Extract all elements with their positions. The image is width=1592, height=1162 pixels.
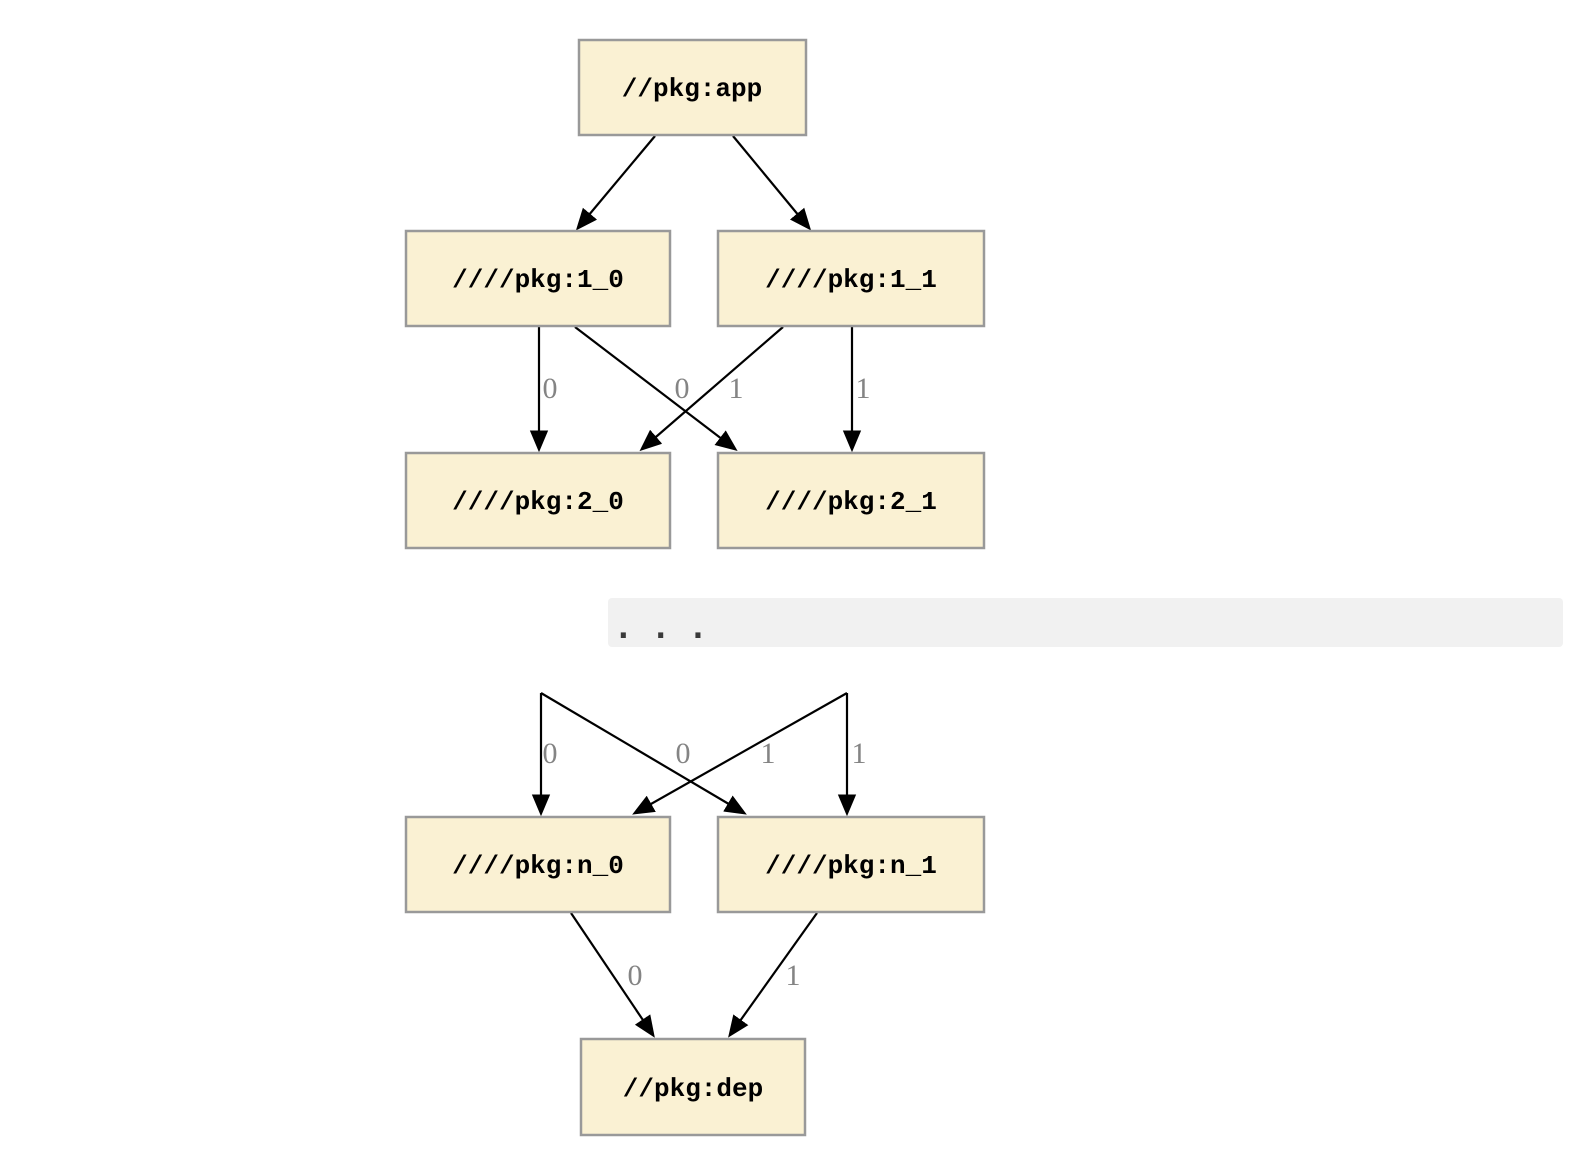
- node-pkg-n_1-box: [716, 815, 986, 914]
- edge-1_1-to-2_0: [639, 326, 784, 452]
- node-pkg-2_1: ////pkg:2_1: [716, 451, 986, 550]
- edge-label-1_1-2_0: 0: [675, 372, 690, 405]
- edge-label-1_0-2_0: 0: [543, 372, 558, 405]
- edges: [529, 135, 862, 1038]
- node-app-label: //pkg:app: [622, 74, 762, 104]
- edge-labels: 0 1 0 1 0 1 0 1 0 1: [543, 372, 871, 992]
- node-dep-box: [579, 1037, 807, 1137]
- node-pkg-n_0-label: ////pkg:n_0: [452, 851, 624, 881]
- edge-app-to-1_0: [575, 135, 656, 231]
- node-pkg-n_0: ////pkg:n_0: [404, 815, 672, 914]
- edge-label-ellipsis-n_0-straight: 0: [543, 737, 558, 770]
- edge-label-ellipsis-n_1-straight: 1: [852, 737, 867, 770]
- edge-app-to-1_1: [732, 135, 812, 231]
- node-pkg-1_0-box: [404, 229, 672, 328]
- node-pkg-n_0-box: [404, 815, 672, 914]
- edge-1_0-to-2_1: [574, 326, 738, 452]
- node-pkg-1_0-label: ////pkg:1_0: [452, 265, 624, 295]
- node-dep-label: //pkg:dep: [623, 1074, 763, 1104]
- node-app: //pkg:app: [577, 38, 808, 137]
- edge-label-ellipsis-n_1-cross: 1: [761, 737, 776, 770]
- node-pkg-2_0-box: [404, 451, 672, 550]
- edge-ellipsis-to-n_1-cross: [540, 692, 747, 815]
- edge-n_1-to-dep: [728, 912, 818, 1038]
- node-dep: //pkg:dep: [579, 1037, 807, 1137]
- ellipsis-text: . . .: [614, 610, 707, 646]
- ellipsis-separator: . . .: [608, 598, 1563, 647]
- node-pkg-2_0-label: ////pkg:2_0: [452, 487, 624, 517]
- edge-label-ellipsis-n_0-cross: 0: [676, 737, 691, 770]
- edge-label-n_1-dep: 1: [786, 959, 801, 992]
- edge-label-1_0-2_1: 1: [729, 372, 744, 405]
- edge-label-1_1-2_1: 1: [856, 372, 871, 405]
- node-pkg-1_1: ////pkg:1_1: [716, 229, 986, 328]
- ellipsis-band: [608, 598, 1563, 647]
- edge-label-n_0-dep: 0: [628, 959, 643, 992]
- node-pkg-1_1-box: [716, 229, 986, 328]
- node-app-box: [577, 38, 808, 137]
- node-pkg-2_0: ////pkg:2_0: [404, 451, 672, 550]
- node-pkg-2_1-box: [716, 451, 986, 550]
- edge-n_0-to-dep: [570, 912, 655, 1038]
- node-pkg-1_1-label: ////pkg:1_1: [765, 265, 937, 295]
- node-pkg-n_1: ////pkg:n_1: [716, 815, 986, 914]
- node-pkg-2_1-label: ////pkg:2_1: [765, 487, 937, 517]
- node-pkg-1_0: ////pkg:1_0: [404, 229, 672, 328]
- edge-ellipsis-to-n_0-cross: [632, 692, 848, 815]
- node-pkg-n_1-label: ////pkg:n_1: [765, 851, 937, 881]
